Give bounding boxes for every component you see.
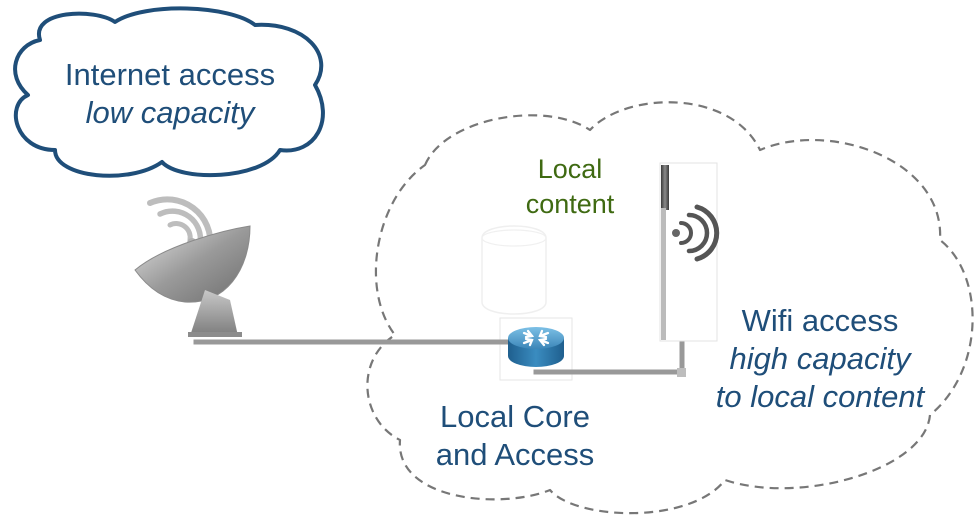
local-content-line2: content	[525, 189, 615, 219]
local-content-label: Local content	[510, 152, 630, 222]
internet-access-label: Internet access low capacity	[20, 56, 320, 132]
local-core-line2: and Access	[435, 437, 595, 472]
wifi-access-title: Wifi access	[741, 303, 899, 338]
local-network-cloud	[366, 101, 974, 515]
local-core-line1: Local Core	[440, 399, 590, 434]
internet-capacity-label: low capacity	[85, 95, 255, 130]
server-icon	[481, 225, 547, 315]
satellite-dish-icon	[134, 196, 251, 337]
wifi-access-point-icon	[659, 162, 720, 342]
wifi-content-label: to local content	[715, 379, 925, 414]
internet-cloud	[13, 6, 325, 178]
wifi-capacity-label: high capacity	[729, 341, 911, 376]
local-content-line1: Local	[537, 154, 603, 184]
cable-junction	[677, 368, 686, 377]
cables	[193, 249, 685, 375]
router-icon	[508, 327, 564, 367]
local-core-label: Local Core and Access	[400, 398, 630, 474]
internet-access-title: Internet access	[64, 57, 276, 92]
wifi-access-label: Wifi access high capacity to local conte…	[680, 302, 960, 416]
